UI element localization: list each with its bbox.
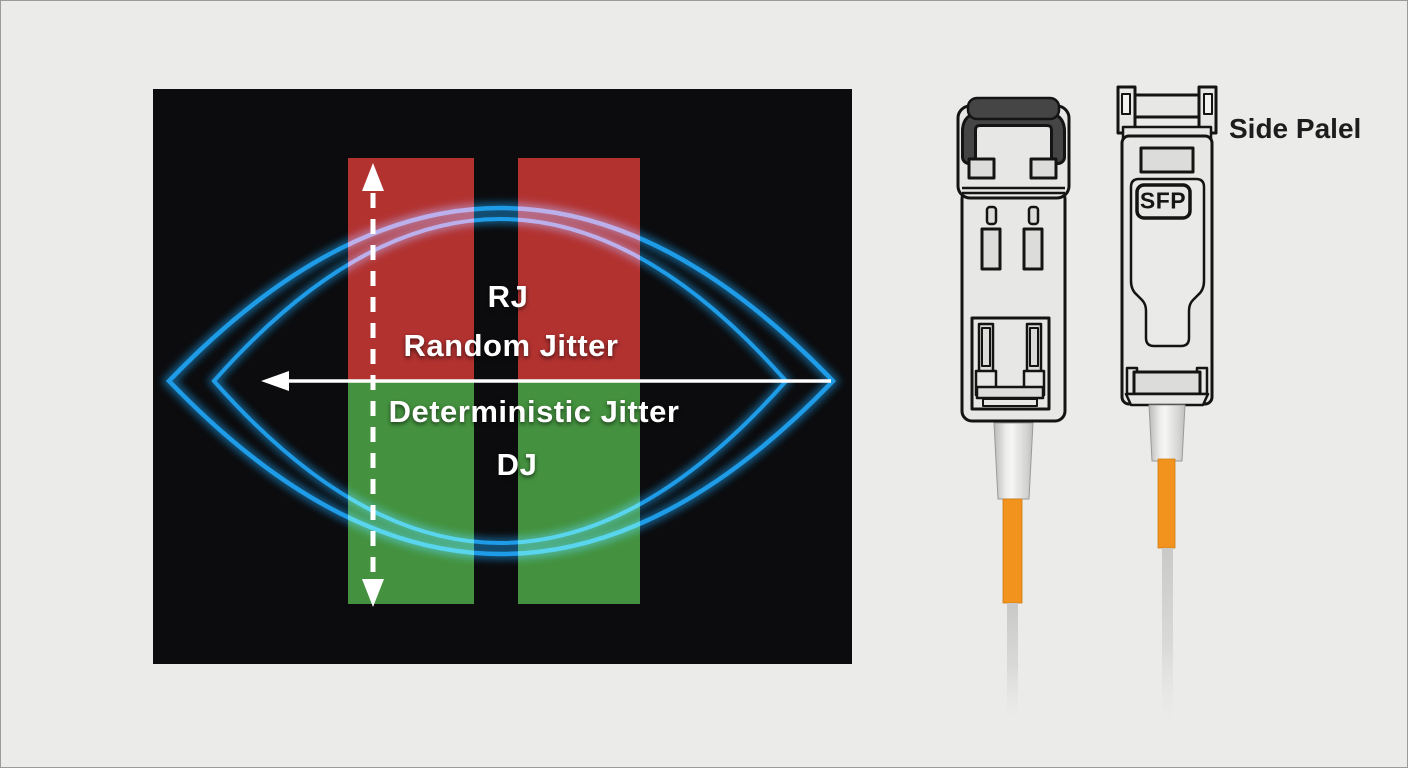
up-arrowhead-icon [362,163,384,191]
vent-hole-right [1029,157,1058,180]
small-slot-right [1027,205,1040,226]
small-slot-left [985,205,998,226]
sfp-module-front-view [956,96,1071,719]
eye-outline-outer [165,205,837,557]
post-notch-right [1203,93,1213,115]
body-seam [962,186,1065,195]
jitter-bars [348,158,640,604]
inner-panel [1129,177,1206,348]
cable-boot-front [993,422,1034,500]
vent-hole-left [967,157,996,180]
top-window [1139,146,1195,174]
sfp-module-side-view [1116,85,1218,723]
sfp-modules-graphic [956,85,1218,723]
large-slot-left [980,227,1002,271]
down-arrowhead-icon [362,579,384,607]
rj-abbr-label: RJ [487,279,529,314]
fiber-cable-front [1007,603,1018,719]
deterministic-jitter-label: Deterministic Jitter [388,394,680,429]
dj-abbr-label: DJ [496,447,538,482]
post-notch-left [1121,93,1131,115]
latch-bar [966,96,1061,121]
green-bar-left [348,380,474,604]
bottom-skirt [1124,392,1210,407]
bottom-bar [1132,370,1202,396]
vertical-dashed-arrow [362,163,384,607]
red-bar-right [518,158,640,380]
lc-connector-mechanism [970,316,1051,411]
fiber-jacket-front [1002,498,1023,604]
random-jitter-label: Random Jitter [403,328,619,363]
eye-diagram-graphic [161,158,841,607]
green-bar-right [518,380,640,604]
red-bar-left [348,158,474,380]
eye-diagram-panel: RJ Random Jitter Deterministic Jitter DJ [153,89,852,664]
left-arrowhead-icon [261,371,289,391]
fiber-jacket-side [1157,458,1176,549]
sfp-module-label: SFP [1139,187,1187,214]
large-slot-right [1022,227,1044,271]
top-crossbar [1133,93,1201,119]
cable-boot-side [1148,404,1186,462]
sfp-label-plate [1135,183,1192,220]
side-panel-annotation: Side Palel [1229,113,1362,144]
fiber-cable-side [1162,548,1173,723]
